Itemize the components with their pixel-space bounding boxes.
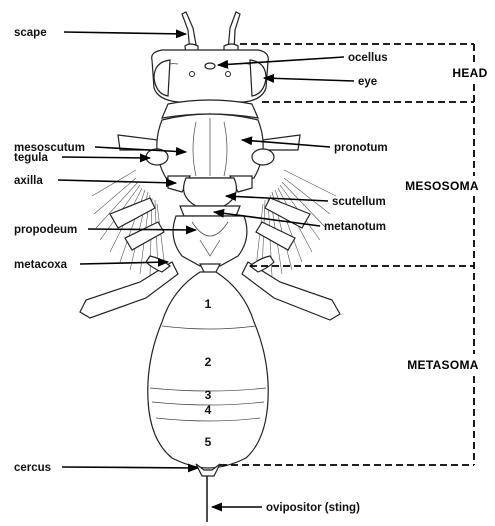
region-head: HEAD xyxy=(452,66,487,80)
label-axilla: axilla xyxy=(14,175,43,187)
segment-1: 1 xyxy=(205,297,212,311)
segment-4: 4 xyxy=(205,403,212,417)
segment-2: 2 xyxy=(205,355,212,369)
label-ocellus: ocellus xyxy=(348,52,388,64)
ocellus-shape xyxy=(205,63,215,69)
pointer-scape xyxy=(64,32,186,34)
propodeum-shape xyxy=(173,216,247,266)
label-metanotum: metanotum xyxy=(324,221,386,233)
scutellum-shape xyxy=(184,178,237,206)
label-propodeum: propodeum xyxy=(14,224,77,236)
pointer-tegula xyxy=(62,157,150,158)
label-scutellum: scutellum xyxy=(332,196,386,208)
label-eye: eye xyxy=(358,76,377,88)
label-scape: scape xyxy=(14,27,47,39)
region-metasoma: METASOMA xyxy=(407,358,479,372)
segment-5: 5 xyxy=(205,435,212,449)
label-ovipositor: ovipositor (sting) xyxy=(266,502,360,514)
segment-3: 3 xyxy=(205,388,212,402)
label-tegula: tegula xyxy=(14,152,48,164)
label-metacoxa: metacoxa xyxy=(14,259,68,271)
region-mesosoma: MESOSOMA xyxy=(405,179,479,193)
label-pronotum: pronotum xyxy=(334,142,388,154)
label-cercus: cercus xyxy=(14,462,51,474)
pointer-eye xyxy=(264,78,354,81)
pointer-propodeum xyxy=(88,229,196,230)
pointer-cercus xyxy=(62,467,198,468)
pointer-axilla xyxy=(58,180,176,183)
